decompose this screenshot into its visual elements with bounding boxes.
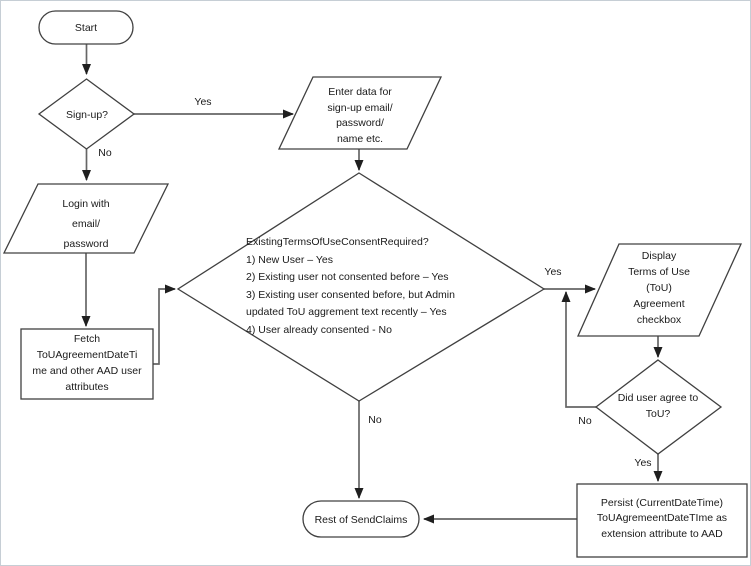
node-enter-data	[277, 76, 443, 150]
edge-label-signup-no: No	[98, 147, 112, 159]
edge-fetch-consent	[153, 284, 176, 365]
node-agree-decision	[594, 359, 723, 455]
node-consent-label: ExistingTermsOfUseConsentRequired? 1) Ne…	[246, 236, 455, 336]
node-start-label: Start	[74, 22, 98, 34]
node-persist-label: Persist (CurrentDateTime) ToUAgremeentDa…	[596, 497, 728, 540]
edge-label-consent-yes: Yes	[544, 266, 562, 278]
edge-label-agree-yes: Yes	[634, 457, 652, 469]
node-agree-label: Did user agree to ToU?	[617, 392, 699, 420]
edge-agree-displaytou-no	[561, 291, 596, 408]
edge-label-agree-no: No	[578, 415, 592, 427]
node-fetch-attributes	[20, 328, 154, 400]
node-send-claims	[302, 500, 420, 538]
node-enter-data-label: Enter data for sign-up email/ password/ …	[327, 86, 393, 145]
edge-label-consent-no: No	[368, 414, 382, 426]
node-signup-label: Sign-up?	[65, 109, 109, 121]
node-display-tou	[576, 243, 743, 337]
node-persist	[576, 483, 748, 558]
node-send-claims-label: Rest of SendClaims	[314, 514, 408, 526]
node-fetch-label: Fetch ToUAgreementDateTi me and other AA…	[32, 333, 142, 393]
node-login	[2, 183, 170, 254]
node-signup-decision	[37, 78, 136, 150]
node-start	[38, 10, 134, 45]
node-login-label: Login with email/ password	[62, 198, 110, 250]
edge-label-signup-yes: Yes	[194, 96, 212, 108]
node-consent-decision	[176, 172, 546, 402]
node-display-tou-label: Display Terms of Use (ToU) Agreement che…	[628, 250, 690, 326]
